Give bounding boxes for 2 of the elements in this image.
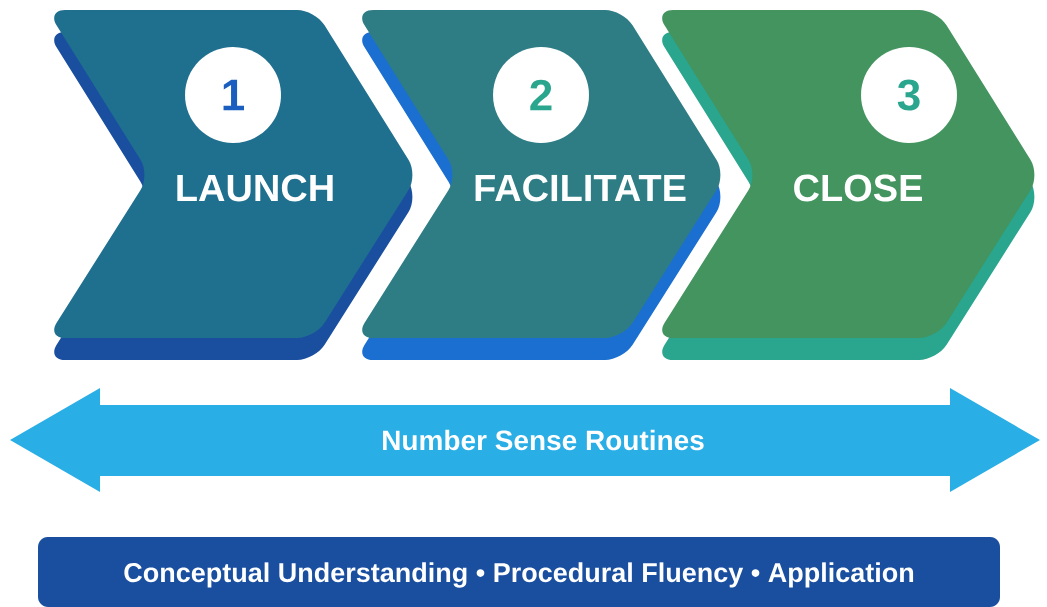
double-arrow-band: Number Sense Routines	[10, 388, 1040, 492]
banner-bar: Conceptual Understanding • Procedural Fluency • Application	[38, 537, 1000, 607]
